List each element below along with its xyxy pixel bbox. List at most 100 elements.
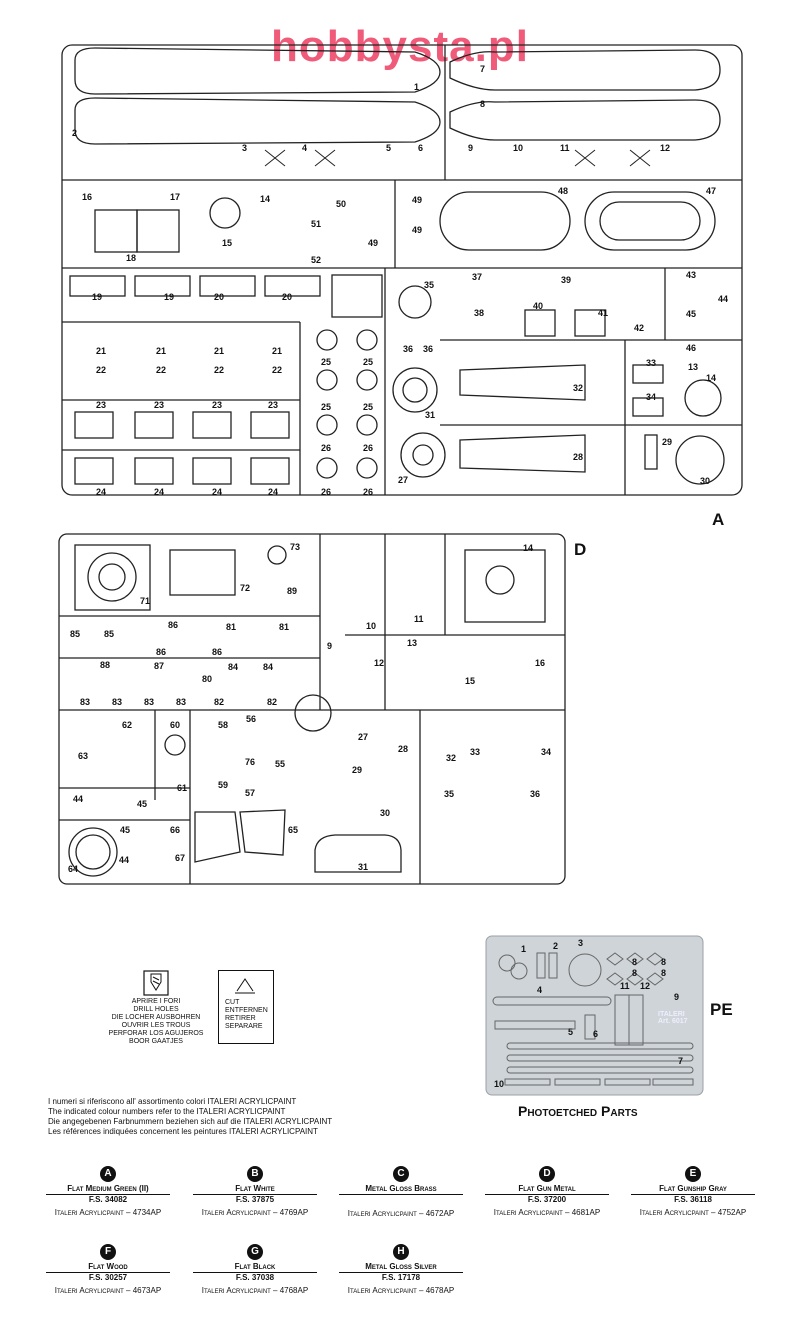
part-number: 19 — [164, 292, 175, 302]
part-number: 35 — [424, 280, 435, 290]
caption-line: PERFORAR LOS AGUJEROS — [108, 1030, 204, 1037]
part-number: 84 — [228, 662, 239, 672]
part-number: 88 — [100, 660, 111, 670]
pe-part-number: 11 — [620, 981, 630, 991]
part-number: 33 — [470, 747, 481, 757]
paint-letter-badge: F — [100, 1244, 116, 1260]
part-number: 31 — [358, 862, 369, 872]
paint-code: Italeri Acrylicpaint – 4673AP — [54, 1286, 162, 1295]
part-number: 62 — [122, 720, 133, 730]
part-number: 14 — [523, 543, 534, 553]
paint-name: Metal Gloss Brass — [365, 1184, 437, 1193]
pe-brand: ITALERI — [658, 1011, 685, 1018]
part-number: 15 — [222, 238, 233, 248]
part-number: 41 — [598, 308, 609, 318]
paint-code: Italeri Acrylicpaint – 4681AP — [493, 1208, 601, 1217]
paint-letter-badge: A — [100, 1166, 116, 1182]
part-number: 51 — [311, 219, 322, 229]
pe-part-number: 1 — [521, 944, 527, 954]
note-line: I numeri si riferiscono all' assortiment… — [48, 1097, 297, 1106]
pe-part-number: 3 — [578, 938, 584, 948]
sprue-label-a: A — [712, 510, 725, 529]
part-number: 45 — [137, 799, 148, 809]
sprue-label-pe: PE — [710, 1000, 733, 1019]
part-number: 36 — [423, 344, 434, 354]
part-number: 22 — [272, 365, 283, 375]
paint-entry: F Flat Wood F.S. 30257 Italeri Acrylicpa… — [38, 1244, 178, 1295]
part-number: 27 — [358, 732, 369, 742]
part-number: 39 — [561, 275, 572, 285]
part-number: 13 — [688, 362, 699, 372]
part-number: 10 — [366, 621, 377, 631]
part-number: 16 — [82, 192, 93, 202]
part-number: 44 — [73, 794, 84, 804]
paint-letter-badge: E — [685, 1166, 701, 1182]
part-number: 35 — [444, 789, 455, 799]
part-number: 52 — [311, 255, 322, 265]
paint-fs: F.S. 37038 — [235, 1273, 275, 1282]
part-number: 38 — [474, 308, 485, 318]
part-number: 33 — [646, 358, 657, 368]
part-number: 17 — [170, 192, 181, 202]
part-number: 50 — [336, 199, 347, 209]
paint-fs: F.S. 17178 — [381, 1273, 421, 1282]
paint-entry: G Flat Black F.S. 37038 Italeri Acrylicp… — [185, 1244, 325, 1295]
part-number: 67 — [175, 853, 186, 863]
part-number: 22 — [96, 365, 107, 375]
part-number: 21 — [156, 346, 167, 356]
part-number: 24 — [96, 487, 107, 497]
pe-part-number: 6 — [593, 1029, 599, 1039]
part-number: 45 — [686, 309, 697, 319]
paint-entry: B Flat White F.S. 37875 Italeri Acrylicp… — [185, 1166, 325, 1217]
part-number: 46 — [686, 343, 697, 353]
paint-fs: F.S. 36118 — [674, 1195, 712, 1204]
part-number: 25 — [321, 357, 332, 367]
paint-name: Flat Gun Metal — [518, 1184, 576, 1193]
part-number: 56 — [246, 714, 257, 724]
part-number: 6 — [418, 143, 424, 153]
part-number: 12 — [660, 143, 671, 153]
part-number: 29 — [662, 437, 673, 447]
paint-code: Italeri Acrylicpaint – 4672AP — [347, 1209, 455, 1218]
paint-name: Metal Gloss Silver — [365, 1262, 437, 1271]
part-number: 14 — [706, 373, 717, 383]
paint-fs — [331, 1195, 471, 1205]
part-number: 34 — [646, 392, 657, 402]
part-number: 58 — [218, 720, 229, 730]
part-number: 42 — [634, 323, 645, 333]
part-number: 26 — [363, 487, 374, 497]
part-number: 84 — [263, 662, 274, 672]
part-number: 3 — [242, 143, 248, 153]
part-number: 61 — [177, 783, 188, 793]
paint-fs: F.S. 37200 — [527, 1195, 567, 1204]
sprue-label-d: D — [574, 540, 587, 559]
paint-entry: D Flat Gun Metal F.S. 37200 Italeri Acry… — [477, 1166, 617, 1217]
part-number: 71 — [140, 596, 151, 606]
part-number: 81 — [279, 622, 290, 632]
sprue-d-diagram — [58, 533, 566, 885]
part-number: 9 — [468, 143, 474, 153]
caption-line: CUT — [225, 999, 240, 1006]
pe-part-number: 8 — [661, 968, 667, 978]
part-number: 83 — [80, 697, 91, 707]
drill-holes-caption: APRIRE I FORI DRILL HOLES DIE LOCHER AUS… — [108, 998, 204, 1046]
part-number: 28 — [398, 744, 409, 754]
paint-name: Flat Wood — [88, 1262, 128, 1271]
part-number: 49 — [412, 195, 423, 205]
part-number: 44 — [718, 294, 729, 304]
part-number: 86 — [212, 647, 223, 657]
part-number: 7 — [480, 64, 486, 74]
part-number: 36 — [403, 344, 414, 354]
part-number: 86 — [156, 647, 167, 657]
part-number: 37 — [472, 272, 483, 282]
part-number: 11 — [560, 143, 570, 153]
part-number: 80 — [202, 674, 213, 684]
pe-art-number: Art. 6017 — [658, 1018, 688, 1025]
part-number: 21 — [96, 346, 107, 356]
part-number: 4 — [302, 143, 308, 153]
part-number: 23 — [154, 400, 165, 410]
paint-entry: E Flat Gunship Gray F.S. 36118 Italeri A… — [623, 1166, 763, 1217]
cut-icon — [235, 978, 255, 994]
part-number: 25 — [321, 402, 332, 412]
part-number: 27 — [398, 475, 409, 485]
